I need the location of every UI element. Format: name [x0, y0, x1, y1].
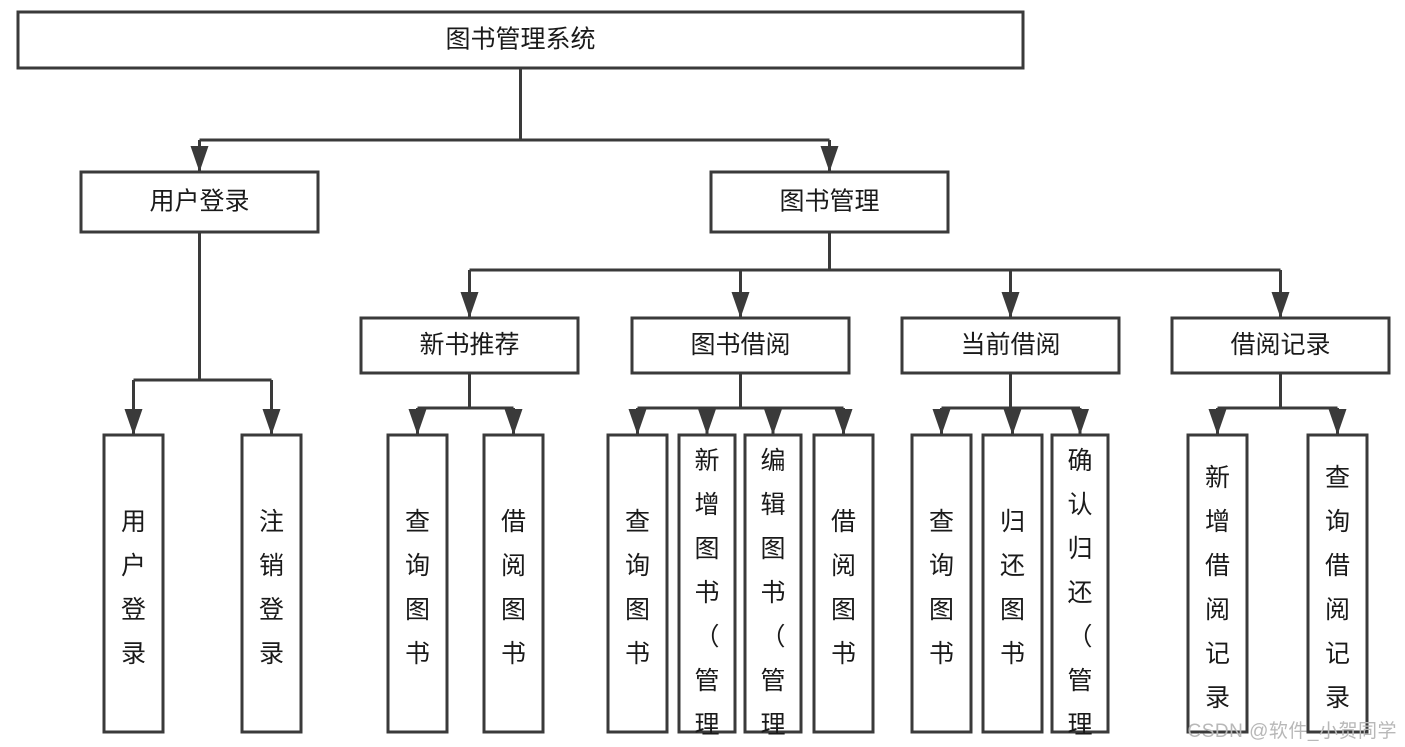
arrow-head-icon [1003, 409, 1022, 435]
arrow-head-icon [698, 409, 716, 435]
node-rect [743, 433, 803, 734]
node-rect [386, 433, 449, 734]
node-new-book-recommend[interactable]: 新书推荐 [359, 316, 580, 375]
watermark-text: CSDN @软件_小贺同学 [1187, 721, 1397, 742]
node-rect [981, 433, 1044, 734]
node-label: 确认归还（管理员） [1067, 447, 1092, 747]
node-label: 注销登录 [259, 508, 284, 668]
node-leaf-borrow-book-borrow[interactable]: 借阅图书 [812, 433, 875, 734]
node-current-borrow[interactable]: 当前借阅 [900, 316, 1121, 375]
node-label: 新增图书（管理员） [694, 447, 719, 747]
node-root-root[interactable]: 图书管理系统 [16, 10, 1025, 70]
node-rect [812, 433, 875, 734]
node-leaf-user-login[interactable]: 用户登录 [102, 433, 165, 734]
node-rect [102, 433, 165, 734]
arrow-head-icon [408, 409, 427, 435]
node-rect [709, 170, 950, 234]
node-leaf-add-borrow-record[interactable]: 新增借阅记录 [1186, 433, 1249, 734]
node-rect [240, 433, 303, 734]
node-rect [606, 433, 669, 734]
node-label: 用户登录 [149, 188, 249, 216]
node-leaf-logout-login[interactable]: 注销登录 [240, 433, 303, 734]
node-leaf-borrow-book-recommend[interactable]: 借阅图书 [482, 433, 545, 734]
node-leaf-edit-book-admin[interactable]: 编辑图书（管理员） [743, 433, 803, 747]
node-label: 查询图书 [625, 508, 650, 668]
node-rect [482, 433, 545, 734]
node-leaf-add-book-admin[interactable]: 新增图书（管理员） [677, 433, 737, 747]
arrow-head-icon [1208, 409, 1227, 435]
node-label: 编辑图书（管理员） [760, 447, 785, 747]
node-leaf-query-book-current[interactable]: 查询图书 [910, 433, 973, 734]
arrow-head-icon [460, 292, 479, 318]
node-rect [359, 316, 580, 375]
arrow-head-icon [262, 409, 281, 435]
node-label: 当前借阅 [960, 331, 1060, 359]
node-label: 借阅图书 [501, 508, 526, 668]
node-rect [910, 433, 973, 734]
arrow-head-icon [1001, 292, 1020, 318]
node-rect [1186, 433, 1249, 734]
node-leaf-query-book-recommend[interactable]: 查询图书 [386, 433, 449, 734]
arrow-head-icon [1271, 292, 1290, 318]
arrow-head-icon [190, 146, 209, 172]
arrow-head-icon [504, 409, 523, 435]
node-boxes: 图书管理系统用户登录图书管理新书推荐图书借阅当前借阅借阅记录用户登录注销登录查询… [16, 10, 1391, 747]
arrow-head-icon [820, 146, 839, 172]
node-label: 查询图书 [405, 508, 430, 668]
arrow-head-icon [834, 409, 853, 435]
node-label: 图书管理系统 [445, 26, 595, 54]
node-label: 新书推荐 [419, 331, 519, 359]
arrow-head-icon [932, 409, 951, 435]
node-label: 用户登录 [121, 508, 146, 668]
node-label: 查询借阅记录 [1325, 464, 1350, 712]
node-label: 新增借阅记录 [1205, 464, 1230, 712]
node-rect [1050, 433, 1110, 734]
node-rect [900, 316, 1121, 375]
arrow-head-icon [1328, 409, 1347, 435]
node-label: 图书管理 [779, 188, 879, 216]
node-rect [677, 433, 737, 734]
arrow-head-icon [764, 409, 782, 435]
connector-edges [124, 68, 1347, 435]
node-borrow-record[interactable]: 借阅记录 [1170, 316, 1391, 375]
node-rect [630, 316, 851, 375]
node-label: 借阅记录 [1230, 331, 1330, 359]
node-rect [1170, 316, 1391, 375]
node-user-login[interactable]: 用户登录 [79, 170, 320, 234]
node-label: 归还图书 [1000, 508, 1025, 668]
node-rect [1306, 433, 1369, 734]
node-leaf-query-borrow-record[interactable]: 查询借阅记录 [1306, 433, 1369, 734]
arrow-head-icon [628, 409, 647, 435]
node-label: 图书借阅 [690, 331, 790, 359]
node-rect [79, 170, 320, 234]
node-leaf-confirm-return-admin[interactable]: 确认归还（管理员） [1050, 433, 1110, 747]
arrow-head-icon [1071, 409, 1089, 435]
node-book-borrow[interactable]: 图书借阅 [630, 316, 851, 375]
node-label: 查询图书 [929, 508, 954, 668]
node-label: 借阅图书 [831, 508, 856, 668]
node-rect [16, 10, 1025, 70]
arrow-head-icon [124, 409, 143, 435]
node-leaf-return-book[interactable]: 归还图书 [981, 433, 1044, 734]
node-leaf-query-book-borrow[interactable]: 查询图书 [606, 433, 669, 734]
node-book-management[interactable]: 图书管理 [709, 170, 950, 234]
arrow-head-icon [731, 292, 750, 318]
